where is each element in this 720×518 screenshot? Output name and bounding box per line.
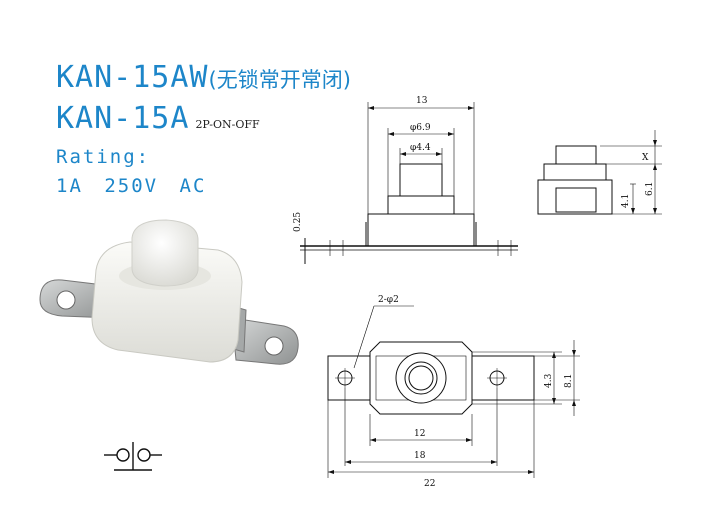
switch-symbol xyxy=(104,442,162,471)
dim-hole-pitch-18: 18 xyxy=(414,451,426,461)
front-view xyxy=(300,102,518,264)
model-name-1: KAN-15AW xyxy=(56,60,209,95)
front-view-arrows xyxy=(368,106,474,156)
dim-length-22: 22 xyxy=(424,479,435,489)
dim-width-13: 13 xyxy=(416,96,428,106)
model-note-2: 2P-ON-OFF xyxy=(195,118,260,131)
dim-dia-outer: φ6.9 xyxy=(410,123,431,133)
rating-value: 1A 250V AC xyxy=(56,175,207,197)
top-view xyxy=(327,305,580,478)
top-view-arrows xyxy=(328,350,576,474)
switch-photo xyxy=(39,219,299,365)
model-note-1: (无锁常开常闭) xyxy=(208,68,351,92)
dim-side-6-1: 6.1 xyxy=(645,182,655,196)
dim-dia-inner: φ4.4 xyxy=(410,143,431,153)
dim-thickness: 0.25 xyxy=(293,212,303,232)
dim-height-8-1: 8.1 xyxy=(564,374,574,388)
dim-body-width-12: 12 xyxy=(414,429,425,439)
model-title-kan15aw: KAN-15AW(无锁常开常闭) xyxy=(56,60,351,95)
rating-label: Rating: xyxy=(56,146,151,168)
side-view-arrows xyxy=(631,140,657,214)
dim-height-4-3: 4.3 xyxy=(544,373,554,388)
side-view xyxy=(537,130,662,215)
model-title-kan15a: KAN-15A 2P-ON-OFF xyxy=(56,101,260,136)
model-name-2: KAN-15A xyxy=(56,101,190,136)
dim-side-4-1: 4.1 xyxy=(621,194,631,208)
dim-holes: 2-φ2 xyxy=(378,295,399,305)
dim-stroke-x: X xyxy=(642,153,649,163)
